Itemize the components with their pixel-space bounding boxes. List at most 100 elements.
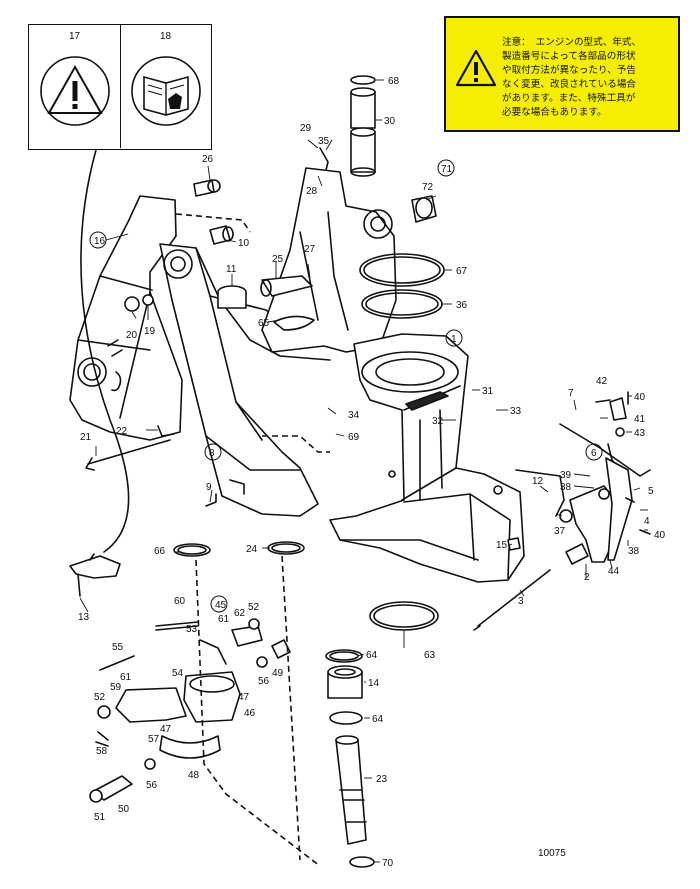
part-number-label: 70 — [382, 858, 394, 869]
part-number-label: 65 — [258, 318, 270, 329]
part-number-label: 61 — [218, 614, 230, 625]
part-number-label: 71 — [441, 164, 453, 175]
part-number-label: 9 — [206, 482, 212, 493]
part-number-label: 40 — [654, 530, 666, 541]
part-number-label: 55 — [112, 642, 124, 653]
circled-callouts — [89, 159, 603, 613]
part-number-label: 4 — [644, 516, 650, 527]
part-number-label: 56 — [258, 676, 270, 687]
part-number-label: 66 — [154, 546, 166, 557]
part-number-label: 51 — [94, 812, 106, 823]
reference-number: 18 — [159, 31, 172, 42]
lower-column-parts — [173, 541, 439, 868]
part-number-label: 62 — [234, 608, 246, 619]
intermediate-housing — [329, 333, 525, 583]
warning-notice: 注意： エンジンの型式、年式、 製造番号によって各部品の形状 や取付方法が異なっ… — [444, 16, 680, 132]
part-number-label: 32 — [432, 416, 444, 427]
part-number-label: 31 — [482, 386, 494, 397]
part-number-label: 69 — [348, 432, 360, 443]
part-number-label: 24 — [246, 544, 258, 555]
part-number-label: 27 — [304, 244, 316, 255]
part-number-label: 46 — [244, 708, 256, 719]
shift-linkage — [473, 391, 651, 631]
part-number-label: 6 — [591, 448, 597, 459]
part-number-label: 59 — [110, 682, 122, 693]
part-number-label: 48 — [188, 770, 200, 781]
part-number-label: 45 — [215, 600, 227, 611]
part-number-label: 25 — [272, 254, 284, 265]
transom-shield — [69, 195, 183, 441]
part-number-label: 38 — [560, 482, 572, 493]
dashed-line-column-2 — [281, 555, 301, 861]
part-number-label: 7 — [568, 388, 574, 399]
part-number-label: 36 — [456, 300, 468, 311]
part-number-label: 33 — [510, 406, 522, 417]
warning-text: 注意： エンジンの型式、年式、 製造番号によって各部品の形状 や取付方法が異なっ… — [502, 37, 642, 118]
part-number-label: 47 — [238, 692, 250, 703]
dashed-line-column — [195, 559, 321, 867]
part-number-label: 41 — [634, 414, 646, 425]
part-number-label: 63 — [424, 650, 436, 661]
part-number-label: 12 — [532, 476, 544, 487]
small-fasteners-left — [85, 179, 315, 507]
part-number-label: 44 — [608, 566, 620, 577]
clip-13 — [69, 553, 121, 597]
upper-bracket-28 — [261, 147, 397, 353]
part-number-label: 8 — [209, 448, 215, 459]
part-number-label: 20 — [126, 330, 138, 341]
part-number-label: 39 — [560, 470, 572, 481]
part-number-label: 5 — [648, 486, 654, 497]
part-number-label: 72 — [422, 182, 434, 193]
part-number-label: 37 — [554, 526, 566, 537]
part-number-label: 40 — [634, 392, 646, 403]
steering-parts — [89, 618, 291, 803]
drawing-number: 10075 — [538, 848, 566, 859]
part-number-label: 26 — [202, 154, 214, 165]
part-number-label: 60 — [174, 596, 186, 607]
part-number-label: 67 — [456, 266, 468, 277]
part-number-label: 13 — [78, 612, 90, 623]
reference-icons-panel: 17 18 — [28, 24, 212, 150]
part-number-label: 68 — [388, 76, 400, 87]
part-number-label: 64 — [372, 714, 384, 725]
part-number-label: 11 — [226, 264, 237, 275]
part-number-label: 52 — [248, 602, 260, 613]
part-number-label: 42 — [596, 376, 608, 387]
assembly-dashed-line — [175, 213, 251, 233]
part-number-label: 61 — [120, 672, 132, 683]
part-number-label: 47 — [160, 724, 172, 735]
part-number-label: 16 — [94, 236, 106, 247]
part-number-label: 57 — [148, 734, 160, 745]
part-number-label: 28 — [306, 186, 318, 197]
part-number-label: 64 — [366, 650, 378, 661]
part-number-label: 38 — [628, 546, 640, 557]
warning-triangle-icon — [40, 56, 110, 126]
part-number-label: 1 — [451, 334, 457, 345]
part-number-label: 49 — [272, 668, 284, 679]
part-number-label: 14 — [368, 678, 380, 689]
part-number-label: 29 — [300, 123, 312, 134]
reference-curve — [80, 149, 130, 553]
part-number-label: 3 — [518, 596, 524, 607]
part-number-label: 50 — [118, 804, 130, 815]
part-number-label: 43 — [634, 428, 646, 439]
part-number-labels: 1234567891011121314151619202122232425262… — [78, 76, 666, 869]
part-number-label: 53 — [186, 624, 198, 635]
part-number-label: 22 — [116, 426, 128, 437]
part-number-label: 23 — [376, 774, 388, 785]
part-number-label: 58 — [96, 746, 108, 757]
part-number-label: 35 — [318, 136, 330, 147]
reference-cell-18: 18 — [120, 25, 211, 148]
part-number-label: 10 — [238, 238, 250, 249]
leader-lines — [79, 79, 648, 863]
reference-number: 17 — [68, 31, 81, 42]
reference-cell-17: 17 — [29, 25, 121, 148]
part-number-label: 54 — [172, 668, 184, 679]
part-number-label: 34 — [348, 410, 360, 421]
assembly-dashed-line-2 — [262, 435, 330, 453]
part-number-label: 15 — [496, 540, 508, 551]
part-number-label: 30 — [384, 116, 396, 127]
part-number-label: 56 — [146, 780, 158, 791]
part-number-label: 52 — [94, 692, 106, 703]
